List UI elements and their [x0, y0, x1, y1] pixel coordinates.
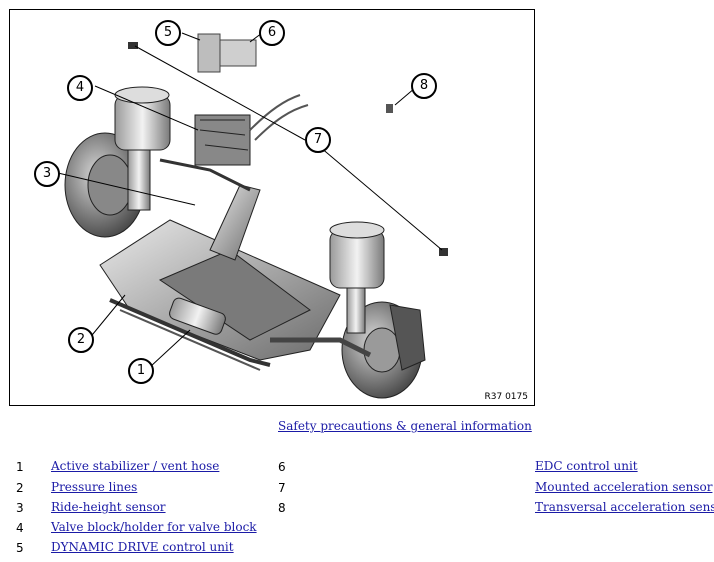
legend-link-transversal-acceleration-sensor[interactable]: Transversal acceleration sensor — [535, 500, 714, 514]
callout-7: 7 — [305, 127, 331, 153]
front-axle-subframe — [99, 219, 372, 371]
callout-8: 8 — [411, 73, 437, 99]
legend-num: 5 — [16, 541, 24, 555]
legend-num: 3 — [16, 501, 24, 515]
figure-code: R37 0175 — [484, 392, 528, 402]
legend-link-pressure-lines[interactable]: Pressure lines — [51, 480, 138, 494]
legend-link-dynamic-drive[interactable]: DYNAMIC DRIVE control unit — [51, 540, 234, 554]
legend-link-valve-block[interactable]: Valve block/holder for valve block — [51, 520, 257, 534]
left-air-spring — [114, 86, 171, 211]
legend-num: 6 — [278, 460, 286, 474]
callout-1: 1 — [128, 358, 154, 384]
right-air-spring — [329, 221, 385, 334]
callout-4: 4 — [67, 75, 93, 101]
sensors — [128, 42, 448, 256]
callout-3: 3 — [34, 161, 60, 187]
strut-brace — [159, 94, 309, 261]
legend-num: 4 — [16, 521, 24, 535]
legend-link-active-stabilizer[interactable]: Active stabilizer / vent hose — [51, 459, 220, 473]
leader-lines — [57, 32, 443, 368]
stabilizer-motor — [169, 297, 226, 335]
legend-num: 8 — [278, 501, 286, 515]
legend-link-ride-height-sensor[interactable]: Ride-height sensor — [51, 500, 166, 514]
legend-link-edc-control-unit[interactable]: EDC control unit — [535, 459, 638, 473]
control-units — [197, 33, 257, 73]
legend-num: 7 — [278, 481, 286, 495]
callout-5: 5 — [155, 20, 181, 46]
callout-2: 2 — [68, 327, 94, 353]
callout-6: 6 — [259, 20, 285, 46]
legend-num: 2 — [16, 481, 24, 495]
legend-link-mounted-acceleration-sensor[interactable]: Mounted acceleration sensor — [535, 480, 713, 494]
safety-precautions-link[interactable]: Safety precautions & general information — [278, 419, 532, 433]
suspension-illustration — [57, 32, 448, 399]
legend-num: 1 — [16, 460, 24, 474]
suspension-diagram: 1 2 3 4 5 6 7 8 R37 0175 — [9, 9, 535, 406]
